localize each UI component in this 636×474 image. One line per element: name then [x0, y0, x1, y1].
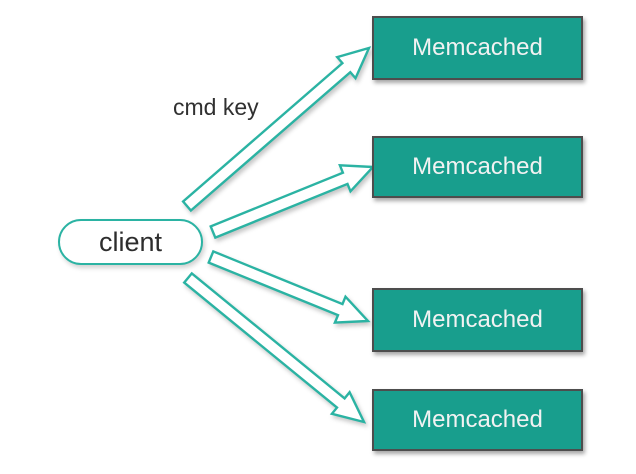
arrow-client-to-memcached-3 [207, 249, 371, 324]
client-node-label: client [98, 226, 163, 257]
memcached-node-label: Memcached [412, 34, 543, 61]
memcached-node-4: Memcached [372, 389, 583, 451]
client-node: client [58, 219, 203, 265]
memcached-node-1: Memcached [372, 16, 583, 80]
memcached-node-3: Memcached [372, 288, 583, 352]
memcached-node-label: Memcached [412, 153, 543, 180]
arrow-client-to-memcached-1 [181, 46, 372, 213]
arrow-client-to-memcached-2 [209, 164, 376, 240]
memcached-node-label: Memcached [412, 406, 543, 433]
arrow-client-to-memcached-4 [182, 271, 367, 424]
cmd-key-label: cmd key [173, 94, 259, 120]
memcached-node-label: Memcached [412, 306, 543, 333]
memcached-node-2: Memcached [372, 136, 583, 198]
